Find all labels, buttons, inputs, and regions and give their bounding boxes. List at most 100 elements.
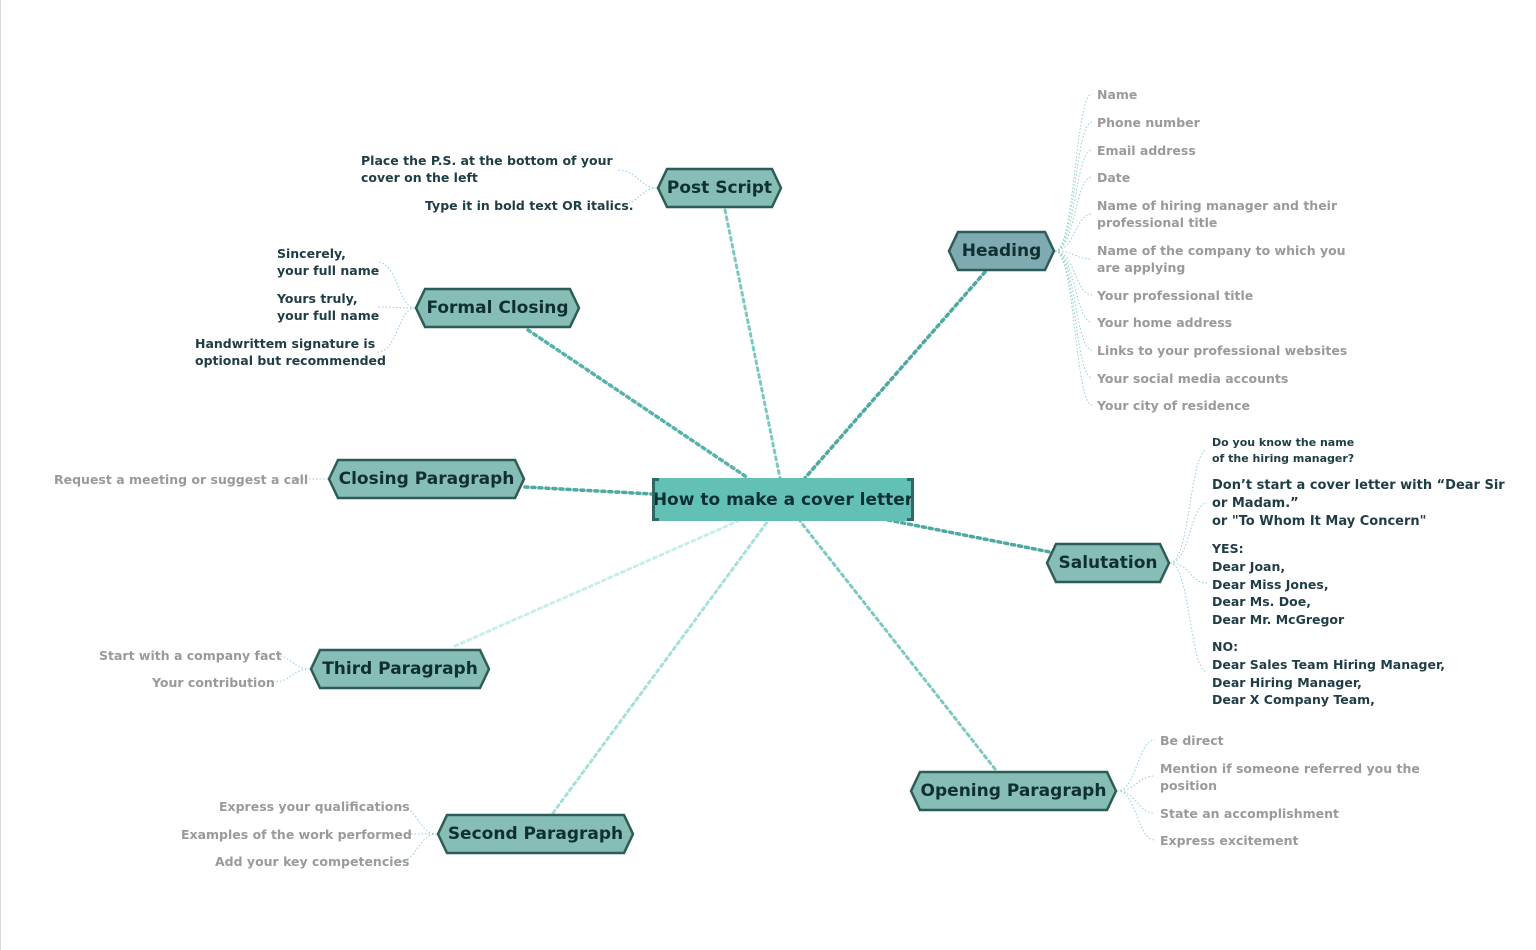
leaf-line: Name of the company to which you <box>1097 243 1346 258</box>
leaf-second-paragraph-qualifications[interactable]: Express your qualifications <box>219 798 410 815</box>
leaf-heading-professional-title[interactable]: Your professional title <box>1097 287 1253 304</box>
leaf-line: Name of hiring manager and their <box>1097 198 1338 213</box>
leaf-line: Do you know the name <box>1212 436 1355 449</box>
leaf-heading-social-media[interactable]: Your social media accounts <box>1097 370 1288 387</box>
leaf-line: NO: <box>1212 639 1239 654</box>
leaf-line: Your contribution <box>152 675 275 690</box>
topic-closing-paragraph[interactable]: Closing Paragraph <box>327 458 526 500</box>
topic-heading[interactable]: Heading <box>947 230 1056 272</box>
leaf-line: Your professional title <box>1097 288 1254 303</box>
branch-second-paragraph <box>551 519 770 815</box>
leaf-line: your full name <box>277 308 380 323</box>
leaf-line: Handwrittem signature is <box>195 336 376 351</box>
topic-third-paragraph[interactable]: Third Paragraph <box>309 648 491 690</box>
leaf-line: Your city of residence <box>1097 398 1251 413</box>
leaf-line: Add your key competencies <box>215 854 410 869</box>
leaf-heading-hiring-manager[interactable]: Name of hiring manager and their profess… <box>1097 197 1337 231</box>
central-topic[interactable]: How to make a cover letter <box>652 478 914 521</box>
leaf-line: Dear Miss Jones, <box>1212 576 1329 592</box>
topic-salutation[interactable]: Salutation <box>1045 542 1171 584</box>
topic-shape <box>1045 542 1171 584</box>
topic-label: Closing Paragraph <box>338 469 515 489</box>
leaf-line: State an accomplishment <box>1160 806 1340 821</box>
leaf-line: Mention if someone referred you the <box>1160 761 1420 776</box>
leaf-line: Dear Hiring Manager, <box>1212 674 1362 690</box>
leaf-line: Place the P.S. at the bottom of your <box>361 153 613 168</box>
branch-closing-paragraph <box>523 485 654 496</box>
leaf-post-script-placement[interactable]: Place the P.S. at the bottom of your cov… <box>361 152 613 186</box>
branch-third-paragraph <box>453 519 740 648</box>
leaf-line: Your social media accounts <box>1097 371 1289 386</box>
central-topic-label: How to make a cover letter <box>652 489 914 510</box>
topic-shape <box>947 230 1056 272</box>
leaf-salutation-know-name[interactable]: Do you know the name of the hiring manag… <box>1212 435 1354 467</box>
leaf-opening-paragraph-excitement[interactable]: Express excitement <box>1160 832 1299 849</box>
leaf-line: Sincerely, <box>277 246 346 261</box>
leaf-line: or Madam.” <box>1212 496 1299 511</box>
leaf-line: Start with a company fact <box>99 648 282 663</box>
leaf-formal-closing-sincerely[interactable]: Sincerely, your full name <box>277 245 379 279</box>
leaf-heading-home-address[interactable]: Your home address <box>1097 314 1232 331</box>
leaf-line: Type it in bold text OR italics. <box>425 198 634 213</box>
leaf-salutation-yes[interactable]: YES: Dear Joan, Dear Miss Jones, Dear Ms… <box>1212 540 1344 629</box>
leaf-line: professional title <box>1097 215 1218 230</box>
topic-shape <box>656 167 783 209</box>
leaf-line: Don’t start a cover letter with “Dear Si… <box>1212 478 1505 493</box>
leaf-line: Dear Ms. Doe, <box>1212 594 1311 610</box>
leaf-line: optional but recommended <box>195 353 386 368</box>
leaf-line: YES: <box>1212 541 1244 556</box>
leaf-line: Phone number <box>1097 115 1200 130</box>
leaf-line: Email address <box>1097 143 1196 158</box>
topic-label: Formal Closing <box>426 298 569 318</box>
leaf-formal-closing-yours-truly[interactable]: Yours truly, your full name <box>277 290 379 324</box>
leaf-heading-name[interactable]: Name <box>1097 86 1137 103</box>
leaf-line: cover on the left <box>361 170 478 185</box>
topic-label: Opening Paragraph <box>920 781 1107 801</box>
branch-post-script <box>723 208 782 480</box>
leaf-third-paragraph-contribution[interactable]: Your contribution <box>152 674 275 691</box>
leaf-closing-paragraph-meeting[interactable]: Request a meeting or suggest a call <box>54 471 308 488</box>
leaf-second-paragraph-examples[interactable]: Examples of the work performed <box>181 826 412 843</box>
topic-label: Third Paragraph <box>322 659 478 679</box>
leaf-heading-websites[interactable]: Links to your professional websites <box>1097 342 1347 359</box>
topic-formal-closing[interactable]: Formal Closing <box>414 287 581 329</box>
leaf-line: Dear Mr. McGregor <box>1212 612 1345 628</box>
topic-second-paragraph[interactable]: Second Paragraph <box>436 813 635 855</box>
leaf-heading-phone[interactable]: Phone number <box>1097 114 1200 131</box>
leaf-heading-email[interactable]: Email address <box>1097 142 1196 159</box>
leaf-salutation-dont-start[interactable]: Don’t start a cover letter with “Dear Si… <box>1212 477 1505 531</box>
topic-opening-paragraph[interactable]: Opening Paragraph <box>909 770 1118 812</box>
branch-salutation <box>886 518 1052 554</box>
leaf-line: are applying <box>1097 260 1186 275</box>
page-edge <box>0 0 1 950</box>
leaf-post-script-format[interactable]: Type it in bold text OR italics. <box>425 197 634 214</box>
topic-shape <box>909 770 1118 812</box>
leaf-opening-paragraph-accomplishment[interactable]: State an accomplishment <box>1160 805 1339 822</box>
topic-label: Salutation <box>1058 553 1158 573</box>
leaf-second-paragraph-competencies[interactable]: Add your key competencies <box>215 853 409 870</box>
leaf-line: Dear Sales Team Hiring Manager, <box>1212 656 1446 672</box>
leaf-line: Dear X Company Team, <box>1212 692 1375 708</box>
leaf-heading-date[interactable]: Date <box>1097 169 1130 186</box>
leaf-line: Yours truly, <box>277 291 358 306</box>
topic-shape <box>327 458 526 500</box>
leaf-line: Be direct <box>1160 733 1224 748</box>
leaf-third-paragraph-company-fact[interactable]: Start with a company fact <box>99 647 282 664</box>
topic-label: Post Script <box>666 178 773 198</box>
leaf-line: of the hiring manager? <box>1212 452 1355 465</box>
topic-label: Second Paragraph <box>447 824 624 844</box>
leaf-salutation-no[interactable]: NO: Dear Sales Team Hiring Manager, Dear… <box>1212 638 1445 709</box>
central-bracket-left <box>652 478 659 521</box>
leaf-formal-closing-signature[interactable]: Handwrittem signature is optional but re… <box>195 335 386 369</box>
leaf-opening-paragraph-direct[interactable]: Be direct <box>1160 732 1224 749</box>
leaf-line: Examples of the work performed <box>181 827 412 842</box>
topic-shape <box>436 813 635 855</box>
leaf-line: or "To Whom It May Concern" <box>1212 514 1427 529</box>
leaf-opening-paragraph-referred[interactable]: Mention if someone referred you the posi… <box>1160 760 1420 794</box>
leaf-heading-company[interactable]: Name of the company to which you are app… <box>1097 242 1346 276</box>
branch-heading <box>803 270 987 480</box>
leaf-line: Express your qualifications <box>219 799 410 814</box>
topic-post-script[interactable]: Post Script <box>656 167 783 209</box>
leaf-heading-city[interactable]: Your city of residence <box>1097 397 1250 414</box>
